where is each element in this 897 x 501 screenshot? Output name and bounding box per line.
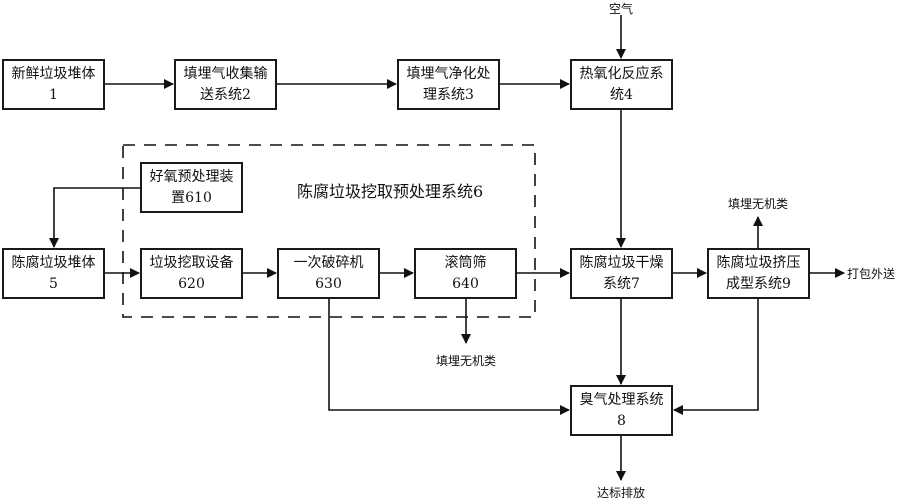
edge-n610-n5 bbox=[49, 187, 140, 248]
node-landfill-gas-purification: 填埋气净化处理系统3 bbox=[397, 59, 500, 110]
node-fresh-waste-pile: 新鲜垃圾堆体1 bbox=[2, 59, 105, 110]
node-odor-treatment: 臭气处理系统8 bbox=[570, 385, 673, 436]
label-landfill-inorganic-extrusion: 填埋无机类 bbox=[727, 197, 788, 211]
node-aerobic-pretreatment: 好氧预处理装置610 bbox=[140, 162, 243, 213]
node-thermal-oxidation: 热氧化反应系统4 bbox=[570, 59, 673, 110]
label-discharge: 达标排放 bbox=[596, 486, 645, 500]
group6-title: 陈腐垃圾挖取预处理系统6 bbox=[297, 182, 484, 201]
group6-border bbox=[122, 144, 536, 318]
label-air: 空气 bbox=[608, 2, 633, 16]
node-aged-waste-pile: 陈腐垃圾堆体5 bbox=[2, 248, 105, 299]
edge-n9-n8 bbox=[673, 299, 759, 415]
label-pack-out: 打包外送 bbox=[847, 267, 896, 281]
edge-n630-n8 bbox=[328, 299, 570, 415]
label-landfill-inorganic-screen: 填埋无机类 bbox=[435, 354, 496, 368]
node-landfill-gas-collection: 填埋气收集输送系统2 bbox=[174, 59, 277, 110]
node-extrusion-forming: 陈腐垃圾挤压成型系统9 bbox=[707, 248, 810, 299]
node-drying-system: 陈腐垃圾干燥系统7 bbox=[570, 248, 673, 299]
